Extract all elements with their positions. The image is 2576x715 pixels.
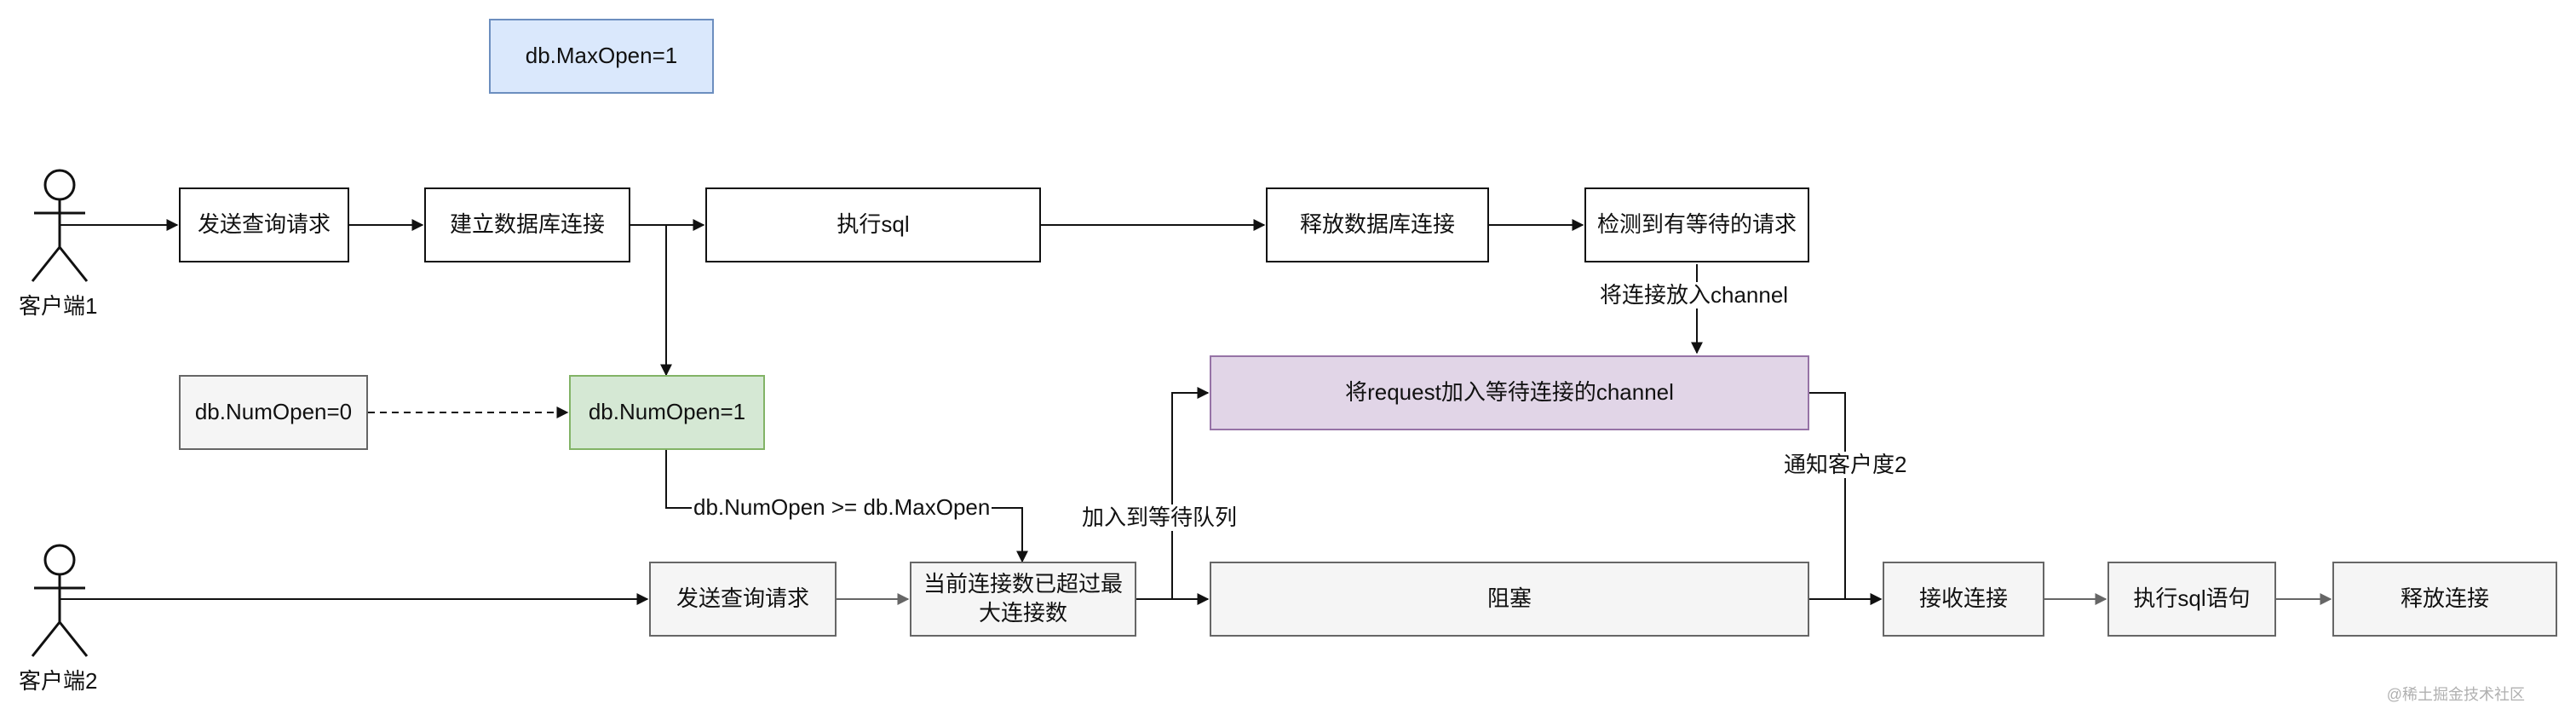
exec-sql-statement-box: 执行sql语句	[2107, 562, 2276, 637]
receive-connection-box: 接收连接	[1883, 562, 2044, 637]
blocked-box: 阻塞	[1210, 562, 1809, 637]
wait-channel-box: 将request加入等待连接的channel	[1210, 355, 1809, 430]
edge-label-condition: db.NumOpen >= db.MaxOpen	[692, 494, 992, 522]
edge-label-put-in-channel: 将连接放入channel	[1598, 282, 1791, 309]
edge-label-notify-client2: 通知客户度2	[1782, 452, 1909, 479]
client1-actor-icon	[31, 169, 89, 282]
client1-detect-waiting-box: 检测到有等待的请求	[1584, 187, 1809, 262]
edge-label-join-queue: 加入到等待队列	[1080, 505, 1239, 532]
client1-actor-label: 客户端1	[19, 293, 98, 319]
edge-overlimit-to-channel	[1171, 387, 1210, 599]
client1-exec-sql-box: 执行sql	[705, 187, 1041, 262]
client1-release-connection-box: 释放数据库连接	[1266, 187, 1489, 262]
client2-actor-icon	[31, 544, 89, 657]
client2-send-query-box: 发送查询请求	[649, 562, 837, 637]
numopen-before-box: db.NumOpen=0	[179, 375, 368, 450]
edge-channel-to-receive	[1809, 392, 1883, 605]
numopen-after-box: db.NumOpen=1	[569, 375, 765, 450]
over-limit-box: 当前连接数已超过最大连接数	[910, 562, 1136, 637]
max-open-config-box: db.MaxOpen=1	[489, 19, 714, 94]
release-connection-box: 释放连接	[2332, 562, 2557, 637]
watermark-text: @稀土掘金技术社区	[2386, 686, 2525, 703]
client1-open-connection-box: 建立数据库连接	[424, 187, 630, 262]
client1-send-query-box: 发送查询请求	[179, 187, 349, 262]
client2-actor-label: 客户端2	[19, 668, 98, 694]
